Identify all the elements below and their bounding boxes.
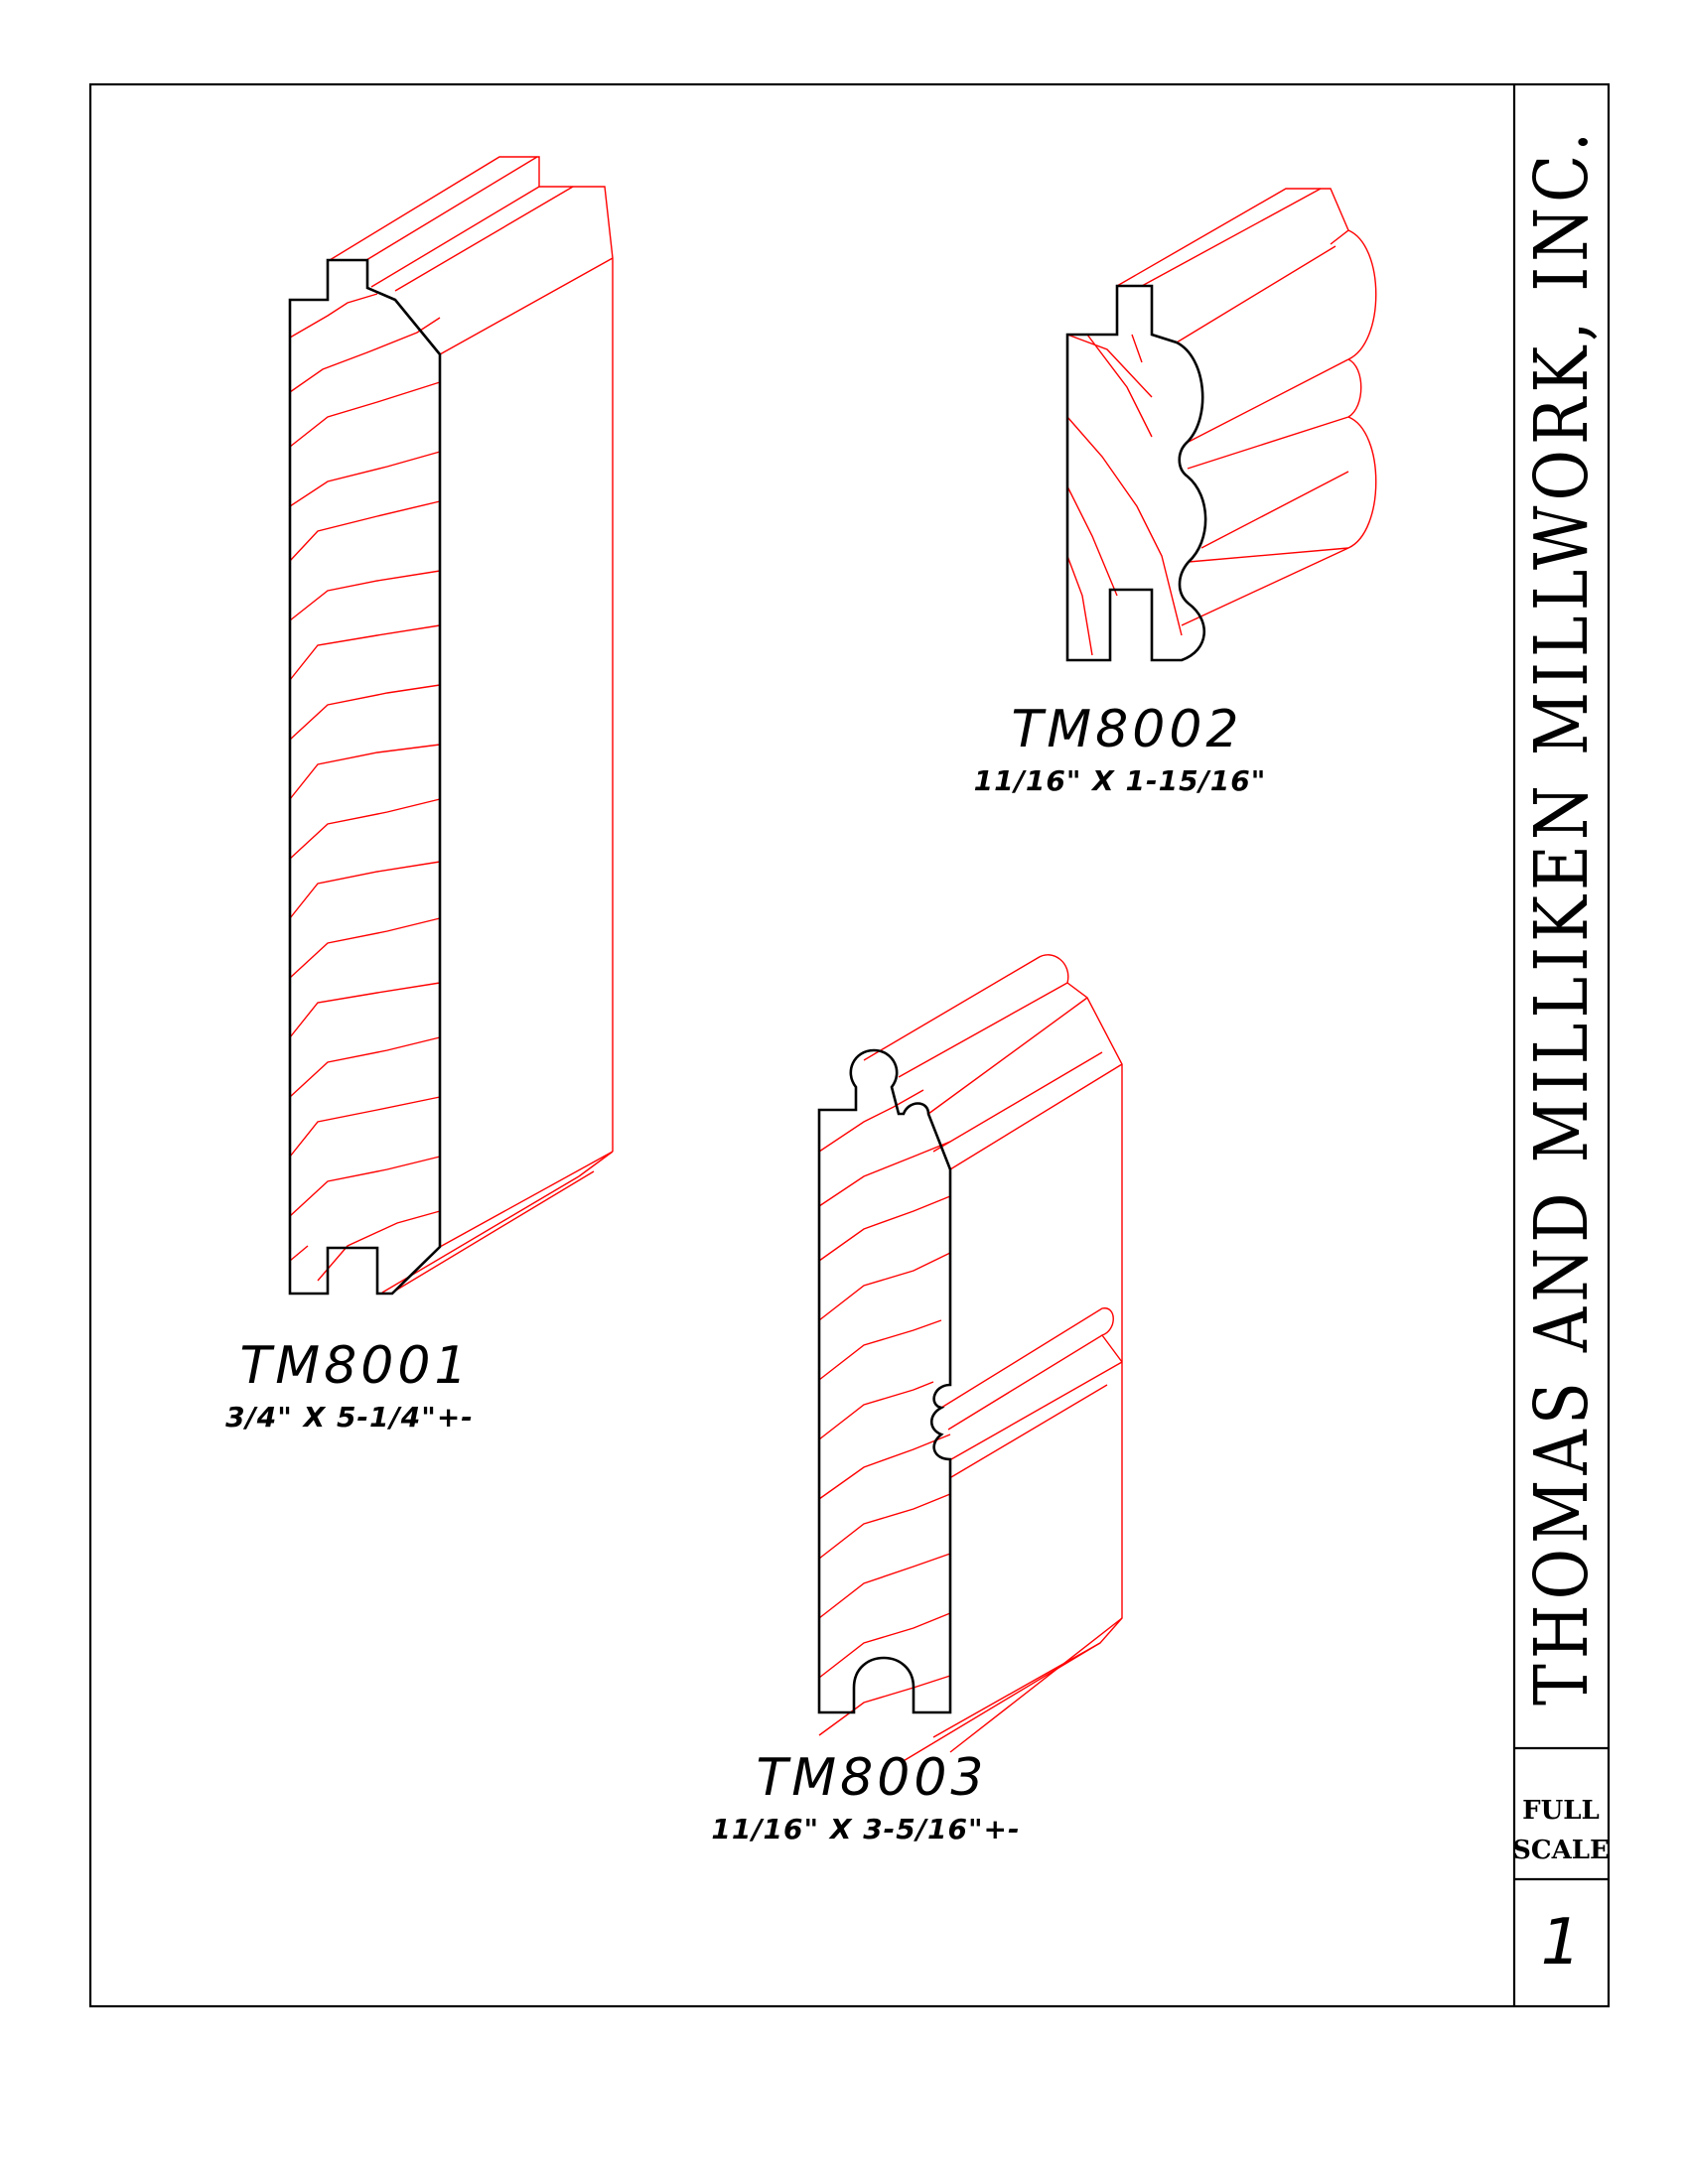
profile-tm8001-name: TM8001	[240, 1336, 472, 1396]
profile-tm8003-name: TM8003	[757, 1748, 988, 1808]
scale-label-scale: SCALE	[1512, 1836, 1610, 1865]
profile-tm8001-drawing	[288, 156, 614, 1296]
profile-tm8001-dimensions: 3/4" X 5-1/4"+-	[225, 1401, 474, 1433]
profile-tm8002-dimensions: 11/16" X 1-15/16"	[974, 764, 1267, 797]
company-name: THOMAS AND MILLIKEN MILLWORK, INC.	[1519, 127, 1605, 1706]
tm8001-profile-outline	[288, 258, 442, 1296]
profile-tm8002-name: TM8002	[1012, 700, 1243, 759]
tm8003-profile-outline	[817, 1048, 952, 1714]
tm8001-isometric-lines	[289, 156, 614, 1294]
profile-tm8003-drawing	[817, 954, 1123, 1763]
profile-tm8002-drawing	[1065, 188, 1377, 662]
tm8002-isometric-lines	[1066, 188, 1377, 656]
profile-tm8003-dimensions: 11/16" X 3-5/16"+-	[711, 1813, 1020, 1845]
tm8003-isometric-lines	[818, 954, 1123, 1763]
page-number: 1	[1541, 1906, 1582, 1979]
sheet-border	[88, 82, 1611, 2008]
tm8002-profile-outline	[1065, 284, 1207, 662]
scale-label-full: FULL	[1522, 1796, 1600, 1826]
